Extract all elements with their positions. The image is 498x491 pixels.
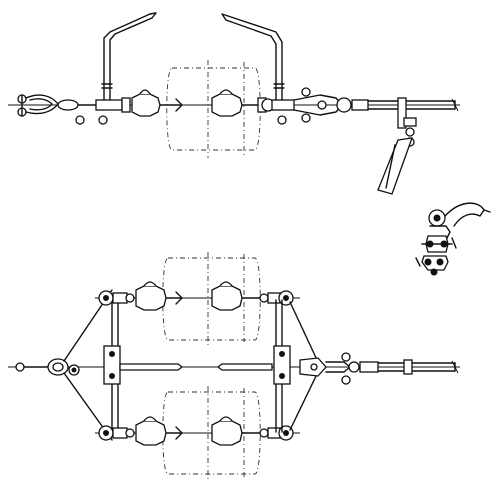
right-hardware <box>257 87 459 125</box>
left-anchor-eye <box>15 289 113 441</box>
left-shackle <box>17 94 131 125</box>
upper-insulator-caps <box>135 281 263 311</box>
double-insulator-string <box>8 252 460 480</box>
upper-left-hardware <box>98 290 135 306</box>
left-yoke-plate <box>103 299 184 433</box>
right-arcing-horn <box>221 13 285 101</box>
right-yoke-plate <box>216 299 319 433</box>
single-insulator-string <box>8 12 460 195</box>
insulator-caps <box>131 89 263 117</box>
left-arcing-horn <box>101 12 157 101</box>
right-clevis-and-conductor <box>299 352 459 385</box>
suspension-clamp-detail <box>415 202 491 276</box>
lower-insulator-caps <box>135 416 263 446</box>
insulator-discs-outline <box>166 60 261 158</box>
lower-left-hardware <box>98 425 135 441</box>
conductor-clamp <box>377 97 417 195</box>
